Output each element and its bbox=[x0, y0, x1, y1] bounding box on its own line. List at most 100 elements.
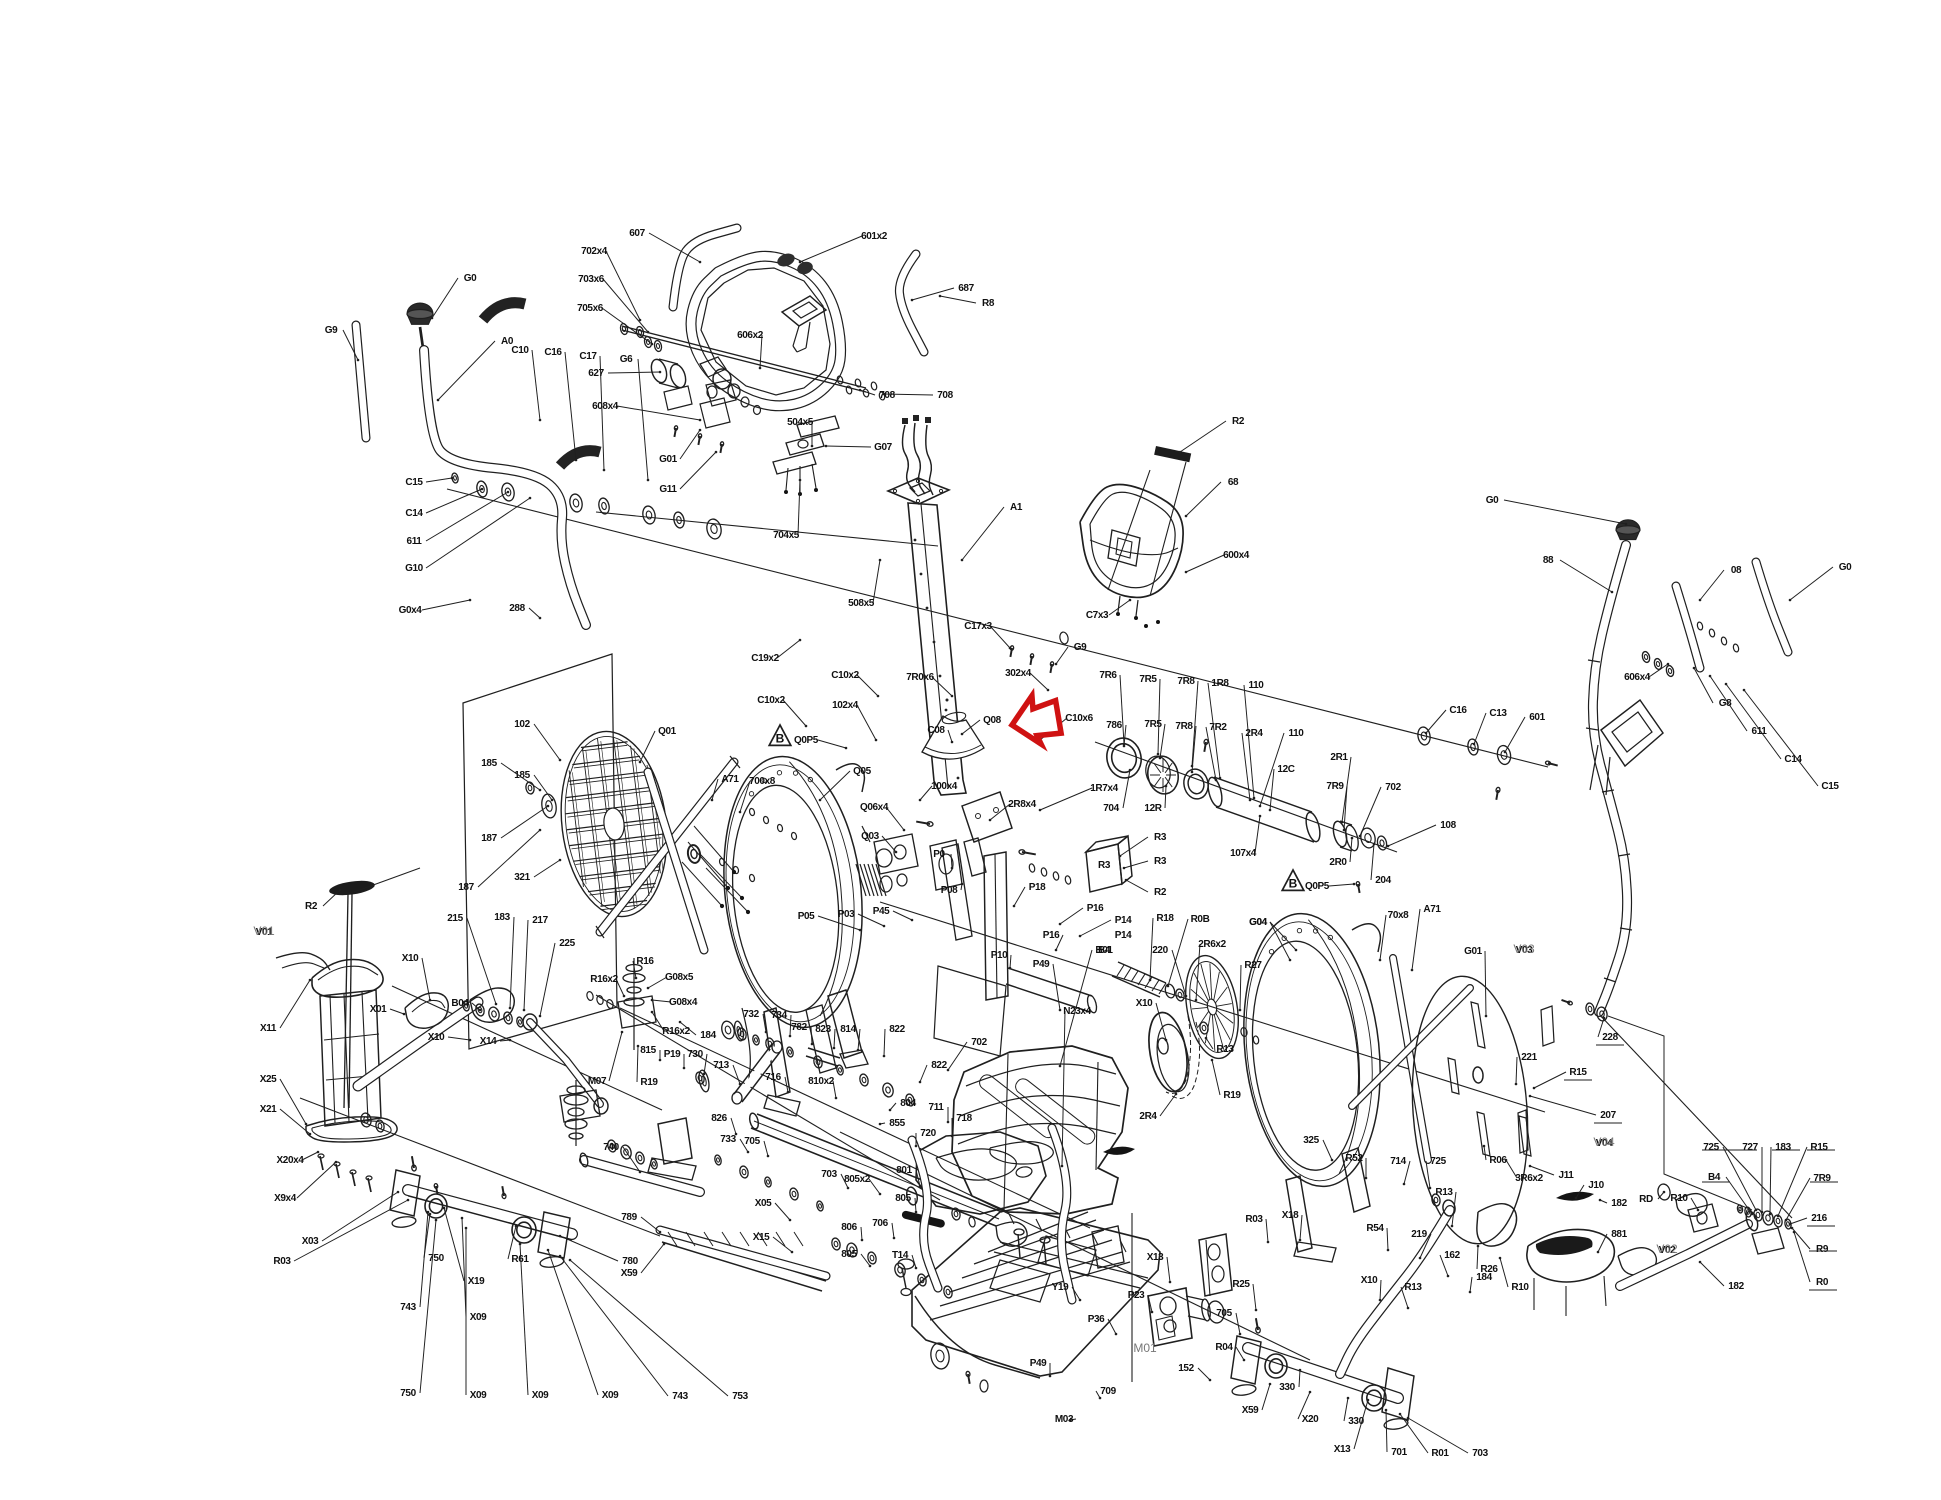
svg-text:R3: R3 bbox=[1154, 832, 1167, 843]
svg-text:P14: P14 bbox=[1115, 930, 1132, 941]
svg-text:3R6x2: 3R6x2 bbox=[1515, 1173, 1543, 1184]
svg-text:X15: X15 bbox=[753, 1232, 770, 1243]
svg-text:703x6: 703x6 bbox=[578, 274, 605, 285]
svg-text:703: 703 bbox=[821, 1169, 837, 1180]
svg-text:805x2: 805x2 bbox=[844, 1174, 871, 1185]
svg-text:702: 702 bbox=[1385, 782, 1401, 793]
svg-text:G01: G01 bbox=[659, 454, 678, 465]
svg-text:704x5: 704x5 bbox=[773, 530, 800, 541]
svg-text:A71: A71 bbox=[1423, 904, 1441, 915]
svg-text:708: 708 bbox=[879, 390, 895, 401]
svg-text:708: 708 bbox=[937, 390, 953, 401]
svg-text:2R1: 2R1 bbox=[1330, 752, 1348, 763]
svg-text:G9: G9 bbox=[1074, 642, 1087, 653]
svg-text:611: 611 bbox=[407, 536, 423, 547]
svg-text:187: 187 bbox=[481, 833, 497, 844]
svg-text:182: 182 bbox=[1728, 1281, 1744, 1292]
svg-text:X59: X59 bbox=[1242, 1405, 1259, 1416]
svg-text:607: 607 bbox=[629, 228, 645, 239]
svg-text:X09: X09 bbox=[470, 1312, 487, 1323]
svg-text:700x8: 700x8 bbox=[749, 776, 776, 787]
svg-text:B: B bbox=[1289, 876, 1298, 890]
svg-text:881: 881 bbox=[1611, 1229, 1627, 1240]
svg-text:185: 185 bbox=[481, 758, 497, 769]
svg-text:A0: A0 bbox=[501, 336, 514, 347]
svg-text:R26: R26 bbox=[1480, 1264, 1498, 1275]
svg-text:P19: P19 bbox=[664, 1049, 681, 1060]
svg-text:789: 789 bbox=[621, 1212, 637, 1223]
svg-text:711: 711 bbox=[929, 1102, 945, 1113]
svg-text:716: 716 bbox=[765, 1072, 781, 1083]
svg-text:733: 733 bbox=[720, 1134, 736, 1145]
svg-text:X9x4: X9x4 bbox=[274, 1193, 297, 1204]
svg-text:A1: A1 bbox=[1010, 502, 1023, 513]
svg-text:R19: R19 bbox=[640, 1077, 658, 1088]
svg-text:C10x6: C10x6 bbox=[1065, 713, 1093, 724]
svg-text:P14: P14 bbox=[1115, 915, 1132, 926]
svg-text:C14: C14 bbox=[405, 508, 423, 519]
svg-text:V01: V01 bbox=[253, 924, 275, 938]
svg-text:217: 217 bbox=[532, 915, 548, 926]
svg-text:110: 110 bbox=[1289, 728, 1305, 739]
svg-text:G08x5: G08x5 bbox=[665, 972, 694, 983]
svg-text:7R5: 7R5 bbox=[1144, 719, 1162, 730]
svg-text:687: 687 bbox=[958, 283, 974, 294]
svg-text:608x4: 608x4 bbox=[592, 401, 619, 412]
svg-text:R52: R52 bbox=[1345, 1153, 1363, 1164]
svg-text:705x6: 705x6 bbox=[577, 303, 604, 314]
svg-text:M01: M01 bbox=[1133, 1341, 1157, 1355]
svg-text:G04: G04 bbox=[1249, 917, 1268, 928]
svg-text:J10: J10 bbox=[1588, 1180, 1604, 1191]
svg-text:508x5: 508x5 bbox=[848, 598, 875, 609]
svg-text:C10x2: C10x2 bbox=[831, 670, 859, 681]
svg-text:7R9: 7R9 bbox=[1813, 1173, 1831, 1184]
svg-text:X20x4: X20x4 bbox=[277, 1155, 305, 1166]
svg-text:12R: 12R bbox=[1144, 803, 1162, 814]
svg-text:R18: R18 bbox=[1156, 913, 1174, 924]
svg-text:734: 734 bbox=[771, 1010, 787, 1021]
svg-text:X11: X11 bbox=[260, 1023, 277, 1034]
svg-text:T14: T14 bbox=[892, 1250, 909, 1261]
svg-text:B4: B4 bbox=[1098, 945, 1111, 956]
svg-text:X13: X13 bbox=[1334, 1444, 1351, 1455]
svg-text:750: 750 bbox=[428, 1253, 444, 1264]
svg-text:215: 215 bbox=[447, 913, 463, 924]
svg-text:216: 216 bbox=[1811, 1213, 1827, 1224]
svg-text:J11: J11 bbox=[1559, 1170, 1575, 1181]
svg-text:C13: C13 bbox=[1489, 708, 1507, 719]
svg-text:732: 732 bbox=[743, 1009, 759, 1020]
svg-text:R10: R10 bbox=[1511, 1282, 1529, 1293]
svg-text:2R8x4: 2R8x4 bbox=[1008, 799, 1036, 810]
svg-text:X09: X09 bbox=[470, 1390, 487, 1401]
svg-text:C14: C14 bbox=[1784, 754, 1802, 765]
svg-text:G08x4: G08x4 bbox=[669, 997, 698, 1008]
svg-text:184: 184 bbox=[1476, 1272, 1492, 1283]
svg-text:P10: P10 bbox=[991, 950, 1008, 961]
svg-text:P0: P0 bbox=[933, 849, 945, 860]
svg-text:504x5: 504x5 bbox=[787, 417, 814, 428]
svg-text:714: 714 bbox=[1390, 1156, 1406, 1167]
svg-text:R15: R15 bbox=[1810, 1142, 1828, 1153]
svg-text:822: 822 bbox=[931, 1060, 947, 1071]
svg-text:786: 786 bbox=[1106, 720, 1122, 731]
svg-text:703: 703 bbox=[1472, 1448, 1488, 1459]
svg-text:606x4: 606x4 bbox=[1624, 672, 1651, 683]
svg-text:713: 713 bbox=[713, 1060, 729, 1071]
svg-text:Y19: Y19 bbox=[1052, 1282, 1069, 1293]
svg-text:G8: G8 bbox=[1719, 698, 1732, 709]
svg-text:12C: 12C bbox=[1277, 764, 1294, 775]
svg-text:X10: X10 bbox=[402, 953, 419, 964]
svg-text:P49: P49 bbox=[1033, 959, 1050, 970]
svg-text:7R6: 7R6 bbox=[1099, 670, 1117, 681]
svg-text:G11: G11 bbox=[659, 484, 677, 495]
svg-text:X59: X59 bbox=[621, 1268, 638, 1279]
svg-text:330: 330 bbox=[1279, 1382, 1295, 1393]
svg-text:R16x2: R16x2 bbox=[662, 1026, 690, 1037]
svg-text:P36: P36 bbox=[1088, 1314, 1105, 1325]
svg-text:806: 806 bbox=[841, 1222, 857, 1233]
svg-text:B: B bbox=[776, 731, 785, 745]
svg-text:219: 219 bbox=[1411, 1229, 1427, 1240]
svg-text:P08: P08 bbox=[941, 885, 958, 896]
svg-text:R0B: R0B bbox=[1191, 914, 1210, 925]
svg-text:183: 183 bbox=[1775, 1142, 1791, 1153]
